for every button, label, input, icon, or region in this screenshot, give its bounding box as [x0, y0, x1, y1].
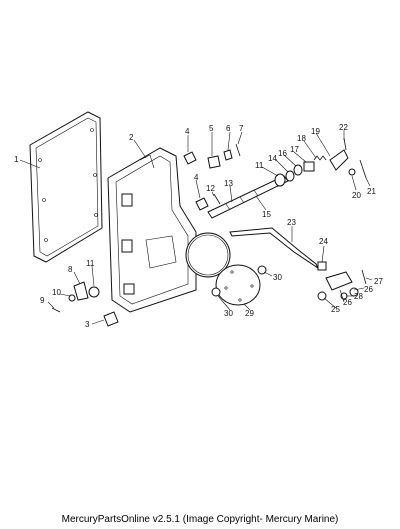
callout-21: 21 — [367, 187, 376, 196]
callout-26b: 26 — [343, 298, 352, 307]
shift-rod-part — [229, 227, 320, 270]
exploded-parts-diagram: 1 2 3 4 4 5 6 7 8 9 10 11 11 12 13 14 15… — [14, 111, 383, 329]
callout-12: 12 — [206, 184, 215, 193]
callout-22: 22 — [339, 123, 348, 132]
callout-15: 15 — [262, 210, 271, 219]
callout-8: 8 — [68, 265, 73, 274]
copyright-footer: MercuryPartsOnline v2.5.1 (Image Copyrig… — [61, 514, 339, 525]
callout-18: 18 — [297, 134, 306, 143]
hardware-parts — [51, 137, 367, 327]
shift-shaft-part — [207, 175, 289, 219]
callout-10: 10 — [52, 288, 61, 297]
callout-16: 16 — [278, 149, 287, 158]
callout-labels: 1 2 3 4 4 5 6 7 8 9 10 11 11 12 13 14 15… — [14, 123, 383, 329]
callout-11b: 11 — [255, 161, 264, 170]
callout-24: 24 — [319, 237, 328, 246]
callout-20: 20 — [352, 191, 361, 200]
callout-7: 7 — [239, 124, 244, 133]
callout-25: 25 — [331, 305, 340, 314]
callout-4b: 4 — [194, 173, 199, 182]
callout-14: 14 — [268, 154, 277, 163]
o-ring-part — [185, 232, 231, 278]
callout-27: 27 — [374, 277, 383, 286]
callout-4a: 4 — [185, 127, 190, 136]
callout-28: 28 — [354, 292, 363, 301]
callout-9: 9 — [40, 296, 45, 305]
callout-5: 5 — [209, 124, 214, 133]
callout-3: 3 — [85, 320, 90, 329]
callout-29: 29 — [245, 309, 254, 318]
leader-lines — [19, 130, 373, 325]
callout-19: 19 — [311, 127, 320, 136]
callout-11a: 11 — [86, 259, 95, 268]
callout-6: 6 — [226, 124, 231, 133]
callout-30a: 30 — [273, 273, 282, 282]
callout-23: 23 — [287, 218, 296, 227]
cover-plate-part — [215, 264, 261, 306]
callout-1: 1 — [14, 155, 19, 164]
callout-13: 13 — [224, 179, 233, 188]
callout-17: 17 — [290, 145, 299, 154]
callout-30b: 30 — [224, 309, 233, 318]
cover-housing-part — [107, 147, 197, 313]
gasket-part — [29, 111, 103, 263]
callout-2: 2 — [129, 133, 134, 142]
callout-26a: 26 — [364, 285, 373, 294]
